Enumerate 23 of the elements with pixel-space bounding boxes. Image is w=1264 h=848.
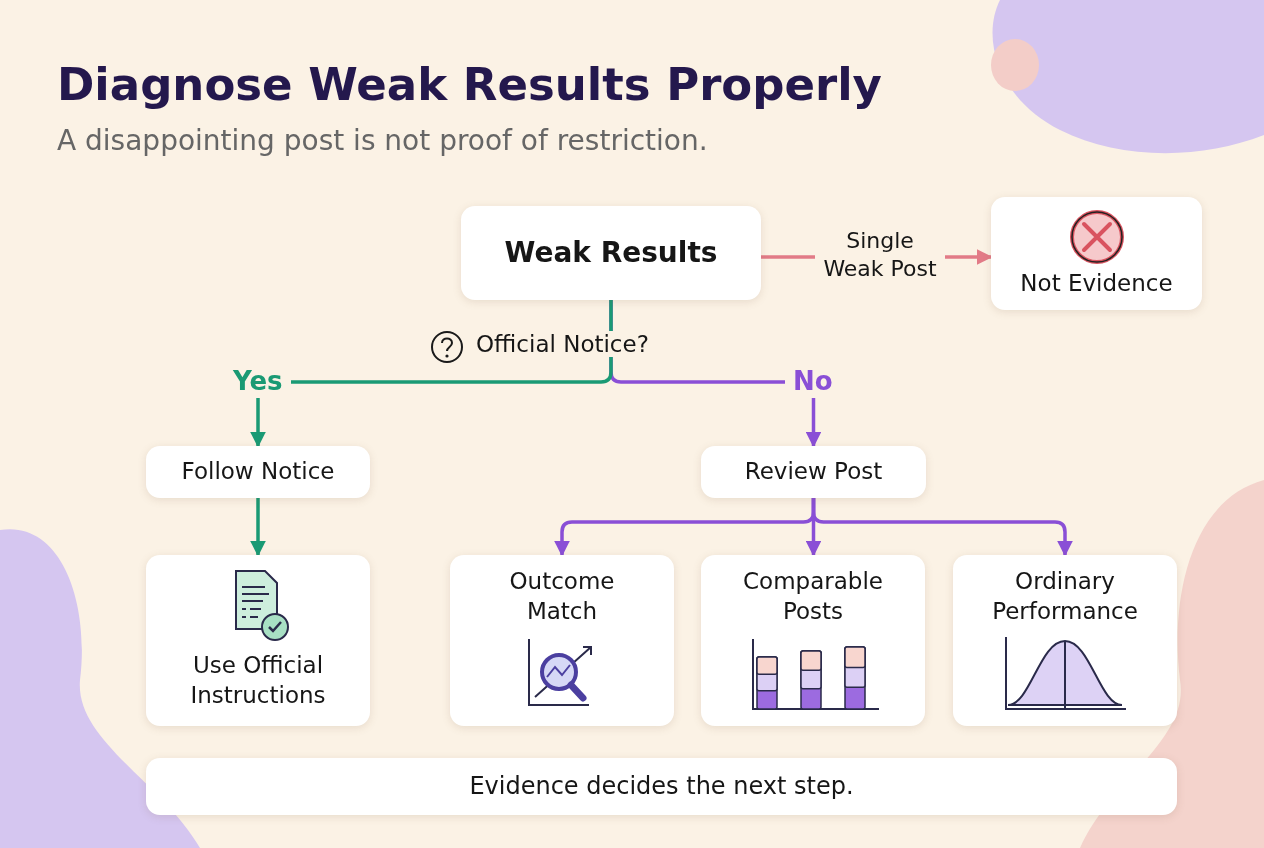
step-box xyxy=(461,206,761,300)
check-card xyxy=(450,555,674,726)
question-label: Official Notice? xyxy=(474,331,651,357)
step-box xyxy=(146,446,370,498)
node-label: Outcome Match xyxy=(508,567,616,626)
result-card xyxy=(991,197,1202,310)
title: Diagnose Weak Results Properly xyxy=(57,58,882,111)
arrow xyxy=(250,498,266,557)
node-label: Follow Notice xyxy=(181,457,335,487)
node-label: Not Evidence xyxy=(1020,268,1173,298)
arrow xyxy=(554,498,816,557)
node-label: Evidence decides the next step. xyxy=(469,770,854,802)
summary-bar xyxy=(146,758,1177,815)
result-card xyxy=(146,555,370,726)
node-label: Review Post xyxy=(744,457,883,487)
node-label: Weak Results xyxy=(504,234,718,271)
node-label: Use Official Instructions xyxy=(189,651,327,710)
check-card xyxy=(701,555,925,726)
subtitle: A disappointing post is not proof of restriction. xyxy=(57,124,708,157)
check-card xyxy=(953,555,1177,726)
step-box xyxy=(701,446,926,498)
node-label: Ordinary Performance xyxy=(991,567,1139,626)
node-label: Comparable Posts xyxy=(742,567,884,626)
